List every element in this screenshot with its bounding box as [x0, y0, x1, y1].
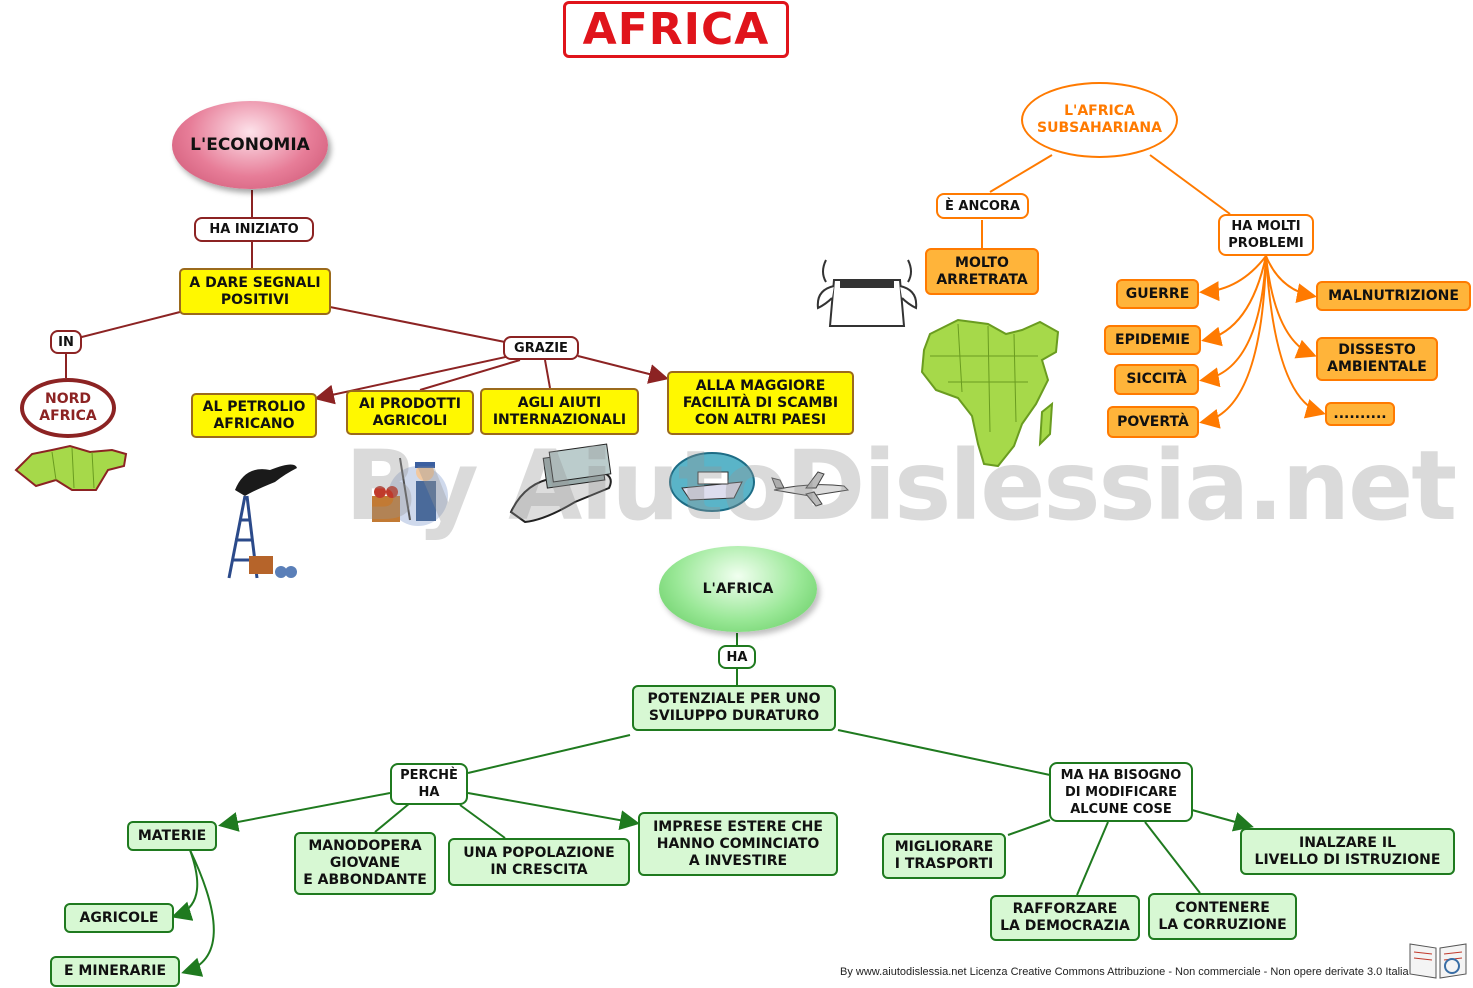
- materials-agricultural-node: AGRICOLE: [64, 903, 174, 933]
- reason-oil-node: AL PETROLIO AFRICANO: [191, 393, 317, 438]
- empty-pockets-image: [816, 259, 918, 327]
- north-africa-node: NORD AFRICA: [20, 378, 116, 438]
- economy-link-thanks: GRAZIE: [503, 336, 579, 360]
- economy-root-node: L'ECONOMIA: [172, 101, 328, 189]
- problem-more-node: ..........: [1325, 402, 1395, 426]
- need-corruption-node: CONTENERE LA CORRUZIONE: [1148, 893, 1297, 940]
- airplane-image: [771, 471, 850, 507]
- foreign-investment-node: IMPRESE ESTERE CHE HANNO COMINCIATO A IN…: [638, 812, 838, 876]
- problem-epidemics-node: EPIDEMIE: [1104, 325, 1201, 355]
- north-africa-map-image: [14, 444, 128, 491]
- africa-link-needs: MA HA BISOGNO DI MODIFICARE ALCUNE COSE: [1049, 762, 1193, 822]
- reason-aid-node: AGLI AIUTI INTERNAZIONALI: [480, 388, 639, 435]
- africa-main-node: POTENZIALE PER UNO SVILUPPO DURATURO: [632, 685, 836, 731]
- page-title: AFRICA: [563, 1, 789, 58]
- workforce-node: MANODOPERA GIOVANE E ABBONDANTE: [294, 832, 436, 895]
- farmer-image: [372, 457, 448, 526]
- materials-mineral-node: E MINERARIE: [50, 956, 180, 987]
- license-text: By www.aiutodislessia.net Licenza Creati…: [840, 966, 1409, 978]
- need-transport-node: MIGLIORARE I TRASPORTI: [882, 833, 1006, 879]
- problem-wars-node: GUERRE: [1116, 279, 1199, 309]
- problem-malnutrition-node: MALNUTRIZIONE: [1316, 281, 1471, 311]
- ship-image: [669, 452, 755, 512]
- problem-drought-node: SICCITÀ: [1114, 364, 1199, 395]
- subsahara-link-still: È ANCORA: [936, 193, 1029, 219]
- economy-main-node: A DARE SEGNALI POSITIVI: [179, 268, 331, 315]
- africa-link-has: HA: [718, 645, 756, 669]
- economy-link-in: IN: [50, 330, 82, 354]
- subsahara-link-problems: HA MOLTI PROBLEMI: [1218, 214, 1314, 256]
- money-hands-image: [509, 443, 612, 524]
- population-node: UNA POPOLAZIONE IN CRESCITA: [448, 838, 630, 886]
- subsahara-root-node: L'AFRICA SUBSAHARIANA: [1021, 82, 1178, 158]
- problem-environment-node: DISSESTO AMBIENTALE: [1316, 337, 1438, 381]
- reason-trade-node: ALLA MAGGIORE FACILITÀ DI SCAMBI CON ALT…: [667, 371, 854, 435]
- oil-well-image: [227, 464, 297, 579]
- economy-link-started: HA INIZIATO: [194, 217, 314, 242]
- problem-poverty-node: POVERTÀ: [1107, 406, 1199, 438]
- need-democracy-node: RAFFORZARE LA DEMOCRAZIA: [990, 895, 1140, 941]
- africa-link-because: PERCHÈ HA: [390, 763, 468, 805]
- africa-map-image: [920, 318, 1060, 468]
- still-backward-node: MOLTO ARRETRATA: [925, 248, 1039, 295]
- need-education-node: INALZARE IL LIVELLO DI ISTRUZIONE: [1240, 828, 1455, 875]
- book-logo-icon: [1409, 943, 1467, 979]
- materials-node: MATERIE: [127, 821, 217, 851]
- africa-root-node: L'AFRICA: [659, 546, 817, 632]
- reason-agriculture-node: AI PRODOTTI AGRICOLI: [346, 390, 474, 435]
